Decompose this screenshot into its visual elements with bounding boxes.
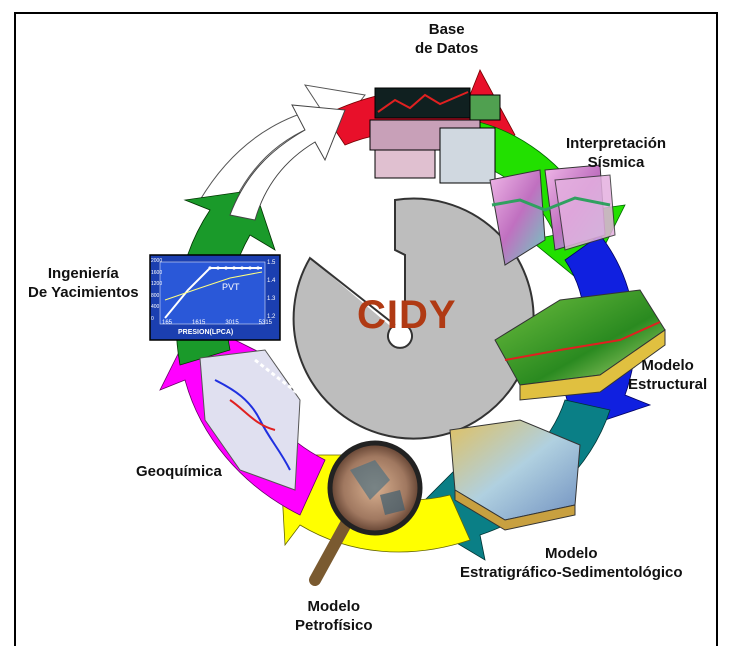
pvt-y-ticks-right: 1.5 1.4 1.3 1.2 bbox=[267, 260, 275, 320]
pvt-y-tick: 2000 bbox=[151, 258, 163, 264]
pvt-chart bbox=[149, 254, 281, 341]
pvt-y-tick: 1600 bbox=[151, 269, 163, 276]
label-modelo-petrofisico: Modelo Petrofísico bbox=[295, 598, 373, 634]
cidy-center-c-shape bbox=[292, 197, 535, 440]
magnifying-glass-icon bbox=[309, 440, 423, 586]
seismic-images bbox=[489, 164, 616, 266]
pvt-y2-tick: 1.4 bbox=[267, 278, 276, 284]
pvt-y2-tick: 1.3 bbox=[267, 296, 276, 302]
pvt-y-tick: 1200 bbox=[151, 281, 163, 288]
label-ingenieria-yacimientos: Ingeniería De Yacimientos bbox=[28, 265, 139, 301]
pvt-y-tick: 0 bbox=[151, 315, 154, 322]
label-modelo-estructural: Modelo Estructural bbox=[628, 357, 708, 393]
cycle-arrow-white bbox=[199, 84, 366, 201]
pvt-annotation: PVT bbox=[222, 282, 240, 292]
pvt-x-tick: 1615 bbox=[191, 320, 206, 326]
structural-model-image bbox=[494, 289, 666, 401]
label-geoquimica: Geoquímica bbox=[136, 463, 222, 480]
pvt-xlabel: PRESION(LPCA) bbox=[178, 329, 234, 336]
geochemistry-map bbox=[199, 349, 301, 491]
pvt-y-tick: 800 bbox=[151, 292, 160, 299]
stratigraphic-model-image bbox=[449, 419, 581, 531]
pvt-y2-tick: 1.2 bbox=[267, 314, 276, 320]
cidy-center-label: CIDY bbox=[357, 293, 457, 337]
label-modelo-estratigrafico: Modelo Estratigráfico-Sedimentológico bbox=[460, 545, 683, 581]
cidy-center-notch bbox=[310, 200, 405, 330]
cycle-arrow-white-top bbox=[229, 104, 346, 221]
label-base-de-datos: Base de Datos bbox=[415, 21, 479, 57]
database-images bbox=[369, 87, 501, 184]
pvt-x-ticks: 165 1615 3015 5315 bbox=[162, 320, 272, 326]
pvt-x-tick: 165 bbox=[162, 320, 173, 326]
pvt-y-ticks-left: 2000 1600 1200 800 400 0 bbox=[151, 258, 162, 322]
pvt-x-tick: 3015 bbox=[225, 320, 239, 326]
label-interpretacion-sismica: Interpretación Sísmica bbox=[566, 135, 667, 171]
pvt-y-tick: 400 bbox=[151, 304, 160, 311]
pvt-x-tick: 5315 bbox=[258, 320, 272, 326]
figure-frame bbox=[14, 12, 718, 646]
pvt-y2-tick: 1.5 bbox=[267, 260, 276, 266]
